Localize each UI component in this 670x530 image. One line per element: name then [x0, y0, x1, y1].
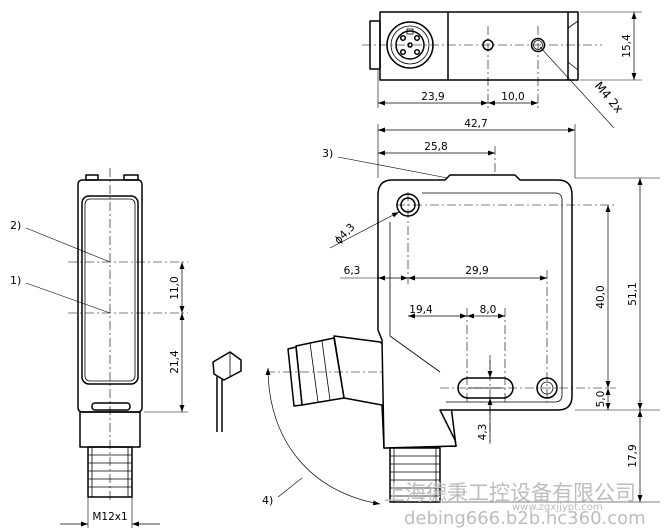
callout-4-leader: [277, 477, 303, 498]
front-dim-6-3-label: 6,3: [344, 265, 361, 277]
top-end-cap-bevel-lower: [567, 61, 579, 71]
side-dim-11-0-label: 11,0: [169, 276, 181, 299]
callout-1-leader: [25, 282, 111, 314]
top-connector-pin-center: [407, 42, 413, 48]
callout-1: 1): [10, 274, 21, 287]
side-lens-window-inner: [84, 198, 136, 382]
front-dim-19-4-label: 19,4: [409, 304, 433, 316]
callout-3: 3): [322, 147, 333, 160]
front-dim-51-1-label: 51,1: [627, 282, 639, 305]
top-thread-label: M4 2x: [592, 79, 626, 116]
front-dim-5-0-label: 5,0: [595, 391, 607, 408]
callout-4: 4): [262, 494, 273, 507]
front-dim-25-8-label: 25,8: [424, 141, 447, 153]
top-connector-face: [395, 30, 425, 60]
connector-rotation-arc: [265, 367, 381, 506]
cable-plug: [212, 351, 242, 381]
front-dim-42-7-label: 42,7: [464, 118, 487, 130]
top-view: 23,9 10,0 15,4 M4 2x: [362, 11, 642, 129]
watermark-url: debing666.b2b.hc360.com: [404, 508, 646, 529]
front-body-inner-left: [389, 222, 441, 373]
side-thread: [87, 446, 133, 498]
top-end-cap: [568, 11, 579, 81]
front-dim-4-3-label: 4,3: [477, 424, 489, 441]
watermark-overlay-url: www.zgxjjypt.com: [512, 502, 603, 513]
watermark-company: 上海德秉工控设备有限公司: [384, 481, 636, 505]
side-lens-window: [81, 195, 139, 385]
front-body-inner-contour: [422, 192, 563, 403]
front-hole-dia-leader: [329, 211, 400, 249]
front-dim-29-9-label: 29,9: [465, 265, 488, 277]
side-indicator-slot: [91, 402, 131, 411]
front-hole-dia-label: ϕ4,3: [332, 221, 357, 246]
top-dim-15-4-label: 15,4: [621, 34, 633, 58]
front-dim-40-0-label: 40,0: [595, 285, 607, 308]
front-body-outline: [377, 174, 573, 449]
top-connector-pin-4: [413, 48, 421, 56]
top-connector-ring: [390, 25, 430, 65]
top-connector-pin-2: [413, 34, 421, 42]
side-thread-lines: [88, 447, 132, 497]
front-dim-8-0-label: 8,0: [480, 304, 497, 316]
front-thread: [389, 447, 441, 503]
top-body-outline: [379, 11, 569, 81]
front-thread-lines: [390, 448, 440, 502]
top-connector-pin-3: [399, 48, 407, 56]
top-end-cap-bevel-upper: [567, 20, 579, 29]
callout-2-leader: [25, 227, 111, 263]
side-dim-21-4-label: 21,4: [169, 350, 181, 374]
top-connector-pin-1: [399, 34, 407, 42]
front-dim-17-9-label: 17,9: [627, 444, 639, 467]
top-dim-23-9-label: 23,9: [421, 91, 444, 103]
front-view: 42,7 25,8 3): [262, 118, 660, 507]
top-connector-key: [406, 28, 414, 35]
callout-2: 2): [10, 219, 21, 232]
side-thread-label: M12x1: [92, 511, 127, 523]
cable-connector-icon: [212, 351, 242, 432]
watermark: 上海德秉工控设备有限公司 www.zgxjjypt.com debing666.…: [384, 481, 646, 529]
top-connector-outer: [386, 21, 434, 69]
top-dim-10-0-label: 10,0: [501, 91, 524, 103]
callout-3-leader: [337, 156, 459, 181]
side-view: 11,0 21,4 2) 1) M12x1: [10, 168, 188, 528]
top-thread-leader: [539, 46, 615, 129]
